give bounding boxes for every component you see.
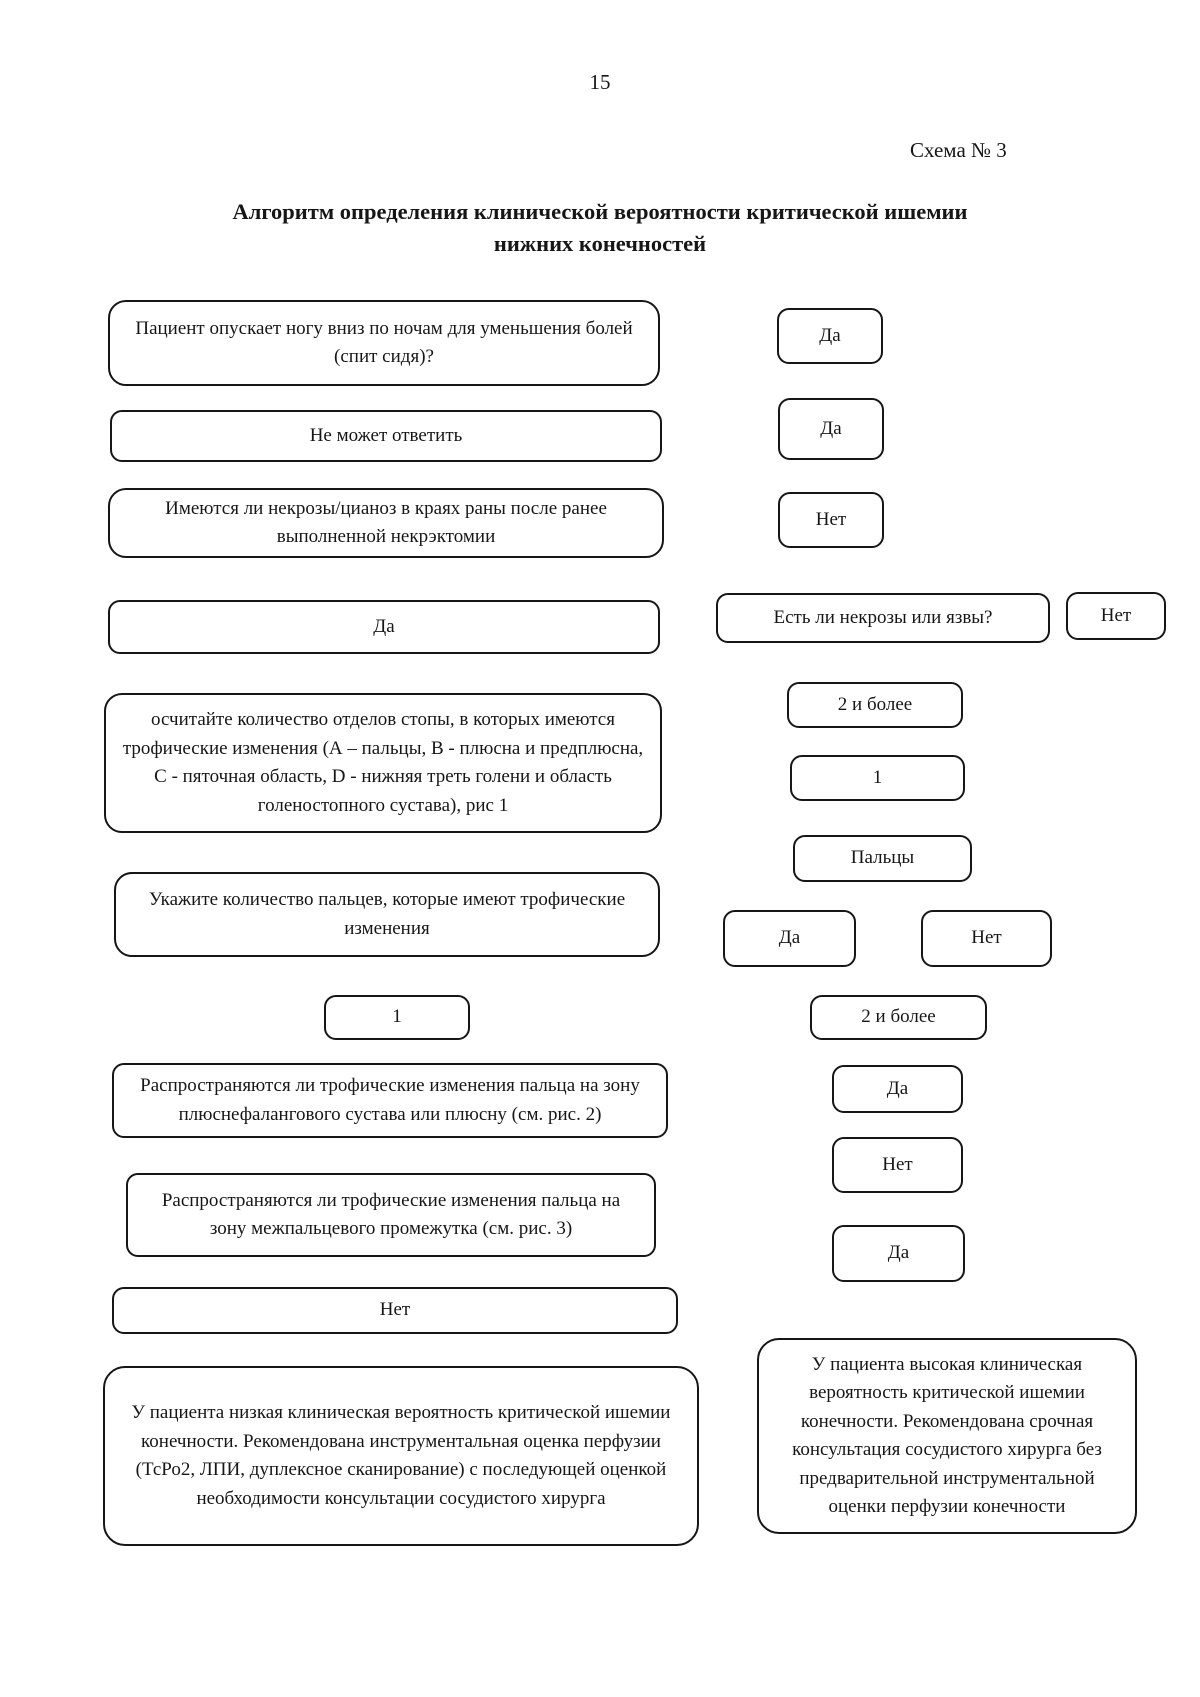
- page-number: 15: [589, 70, 611, 94]
- flow-answer-toe-no: Нет: [921, 910, 1052, 967]
- flow-question-toe-count: Укажите количество пальцев, которые имею…: [114, 872, 660, 957]
- flow-answer-sections-two-or-more: 2 и более: [787, 682, 963, 728]
- flow-answer-necrosis-ulcers-no: Нет: [1066, 592, 1166, 640]
- flow-answer-count-two-or-more: 2 и более: [810, 995, 987, 1040]
- page-title-line2: нижних конечностей: [493, 230, 707, 256]
- flow-outcome-high-probability: У пациента высокая клиническая вероятнос…: [757, 1338, 1137, 1534]
- flow-answer-necrosis-wound-no: Нет: [778, 492, 884, 548]
- flow-answer-night-yes: Да: [777, 308, 883, 364]
- flow-question-foot-sections: осчитайте количество отделов стопы, в ко…: [104, 693, 662, 833]
- flow-question-night-position: Пациент опускает ногу вниз по ночам для …: [108, 300, 660, 386]
- flow-answer-yes-wide: Да: [108, 600, 660, 654]
- flow-answer-interdigital-yes: Да: [832, 1225, 965, 1282]
- flow-question-interdigital-spread: Распространяются ли трофические изменени…: [126, 1173, 656, 1257]
- flow-question-mtp-spread: Распространяются ли трофические изменени…: [112, 1063, 668, 1138]
- flow-answer-toe-yes: Да: [723, 910, 856, 967]
- flow-question-necrosis-ulcers: Есть ли некрозы или язвы?: [716, 593, 1050, 643]
- page-title: Алгоритм определения клинической вероятн…: [60, 196, 1140, 259]
- flow-answer-no-wide: Нет: [112, 1287, 678, 1334]
- flow-question-cannot-answer: Не может ответить: [110, 410, 662, 462]
- flow-answer-toes: Пальцы: [793, 835, 972, 882]
- flow-answer-cannot-answer-yes: Да: [778, 398, 884, 460]
- page-title-line1: Алгоритм определения клинической вероятн…: [232, 199, 968, 224]
- flow-answer-mtp-yes: Да: [832, 1065, 963, 1113]
- flow-outcome-low-probability: У пациента низкая клиническая вероятност…: [103, 1366, 699, 1546]
- flow-question-necrosis-wound: Имеются ли некрозы/цианоз в краях раны п…: [108, 488, 664, 558]
- flow-answer-interdigital-no: Нет: [832, 1137, 963, 1193]
- flow-answer-count-one: 1: [324, 995, 470, 1040]
- flow-answer-sections-one: 1: [790, 755, 965, 801]
- schema-label: Схема № 3: [910, 138, 1007, 162]
